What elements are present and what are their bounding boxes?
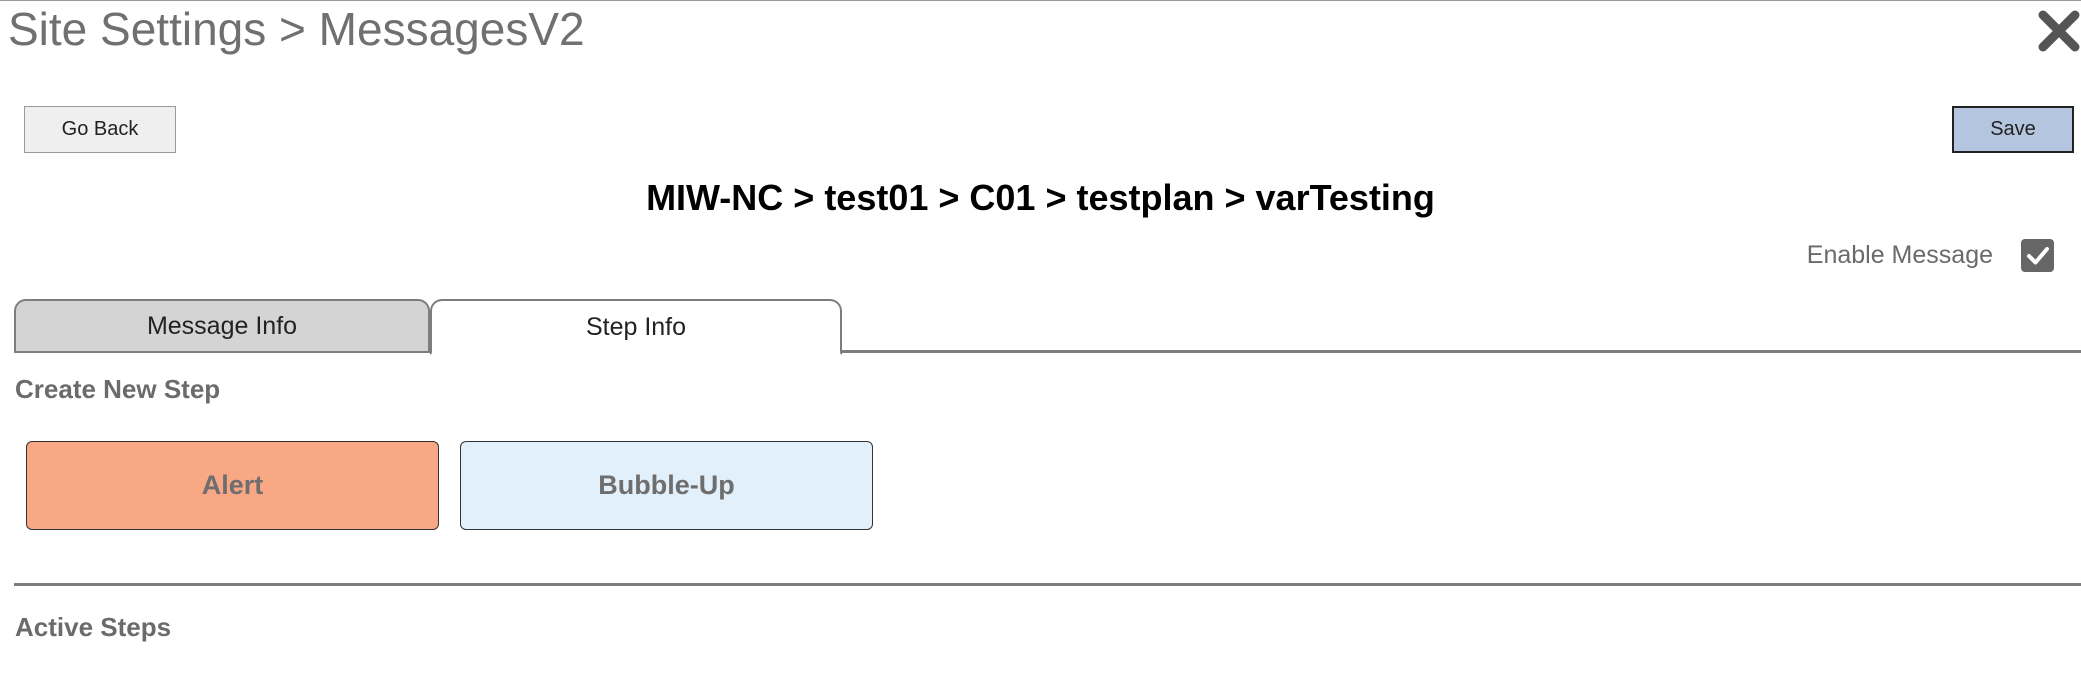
close-icon[interactable] (2035, 7, 2081, 55)
alert-step-button[interactable]: Alert (26, 441, 439, 530)
create-new-step-heading: Create New Step (15, 374, 221, 404)
active-steps-heading: Active Steps (15, 612, 172, 642)
tabs-underline (14, 350, 2081, 353)
breadcrumb: MIW-NC > test01 > C01 > testplan > varTe… (646, 177, 1435, 218)
checkmark-icon (2026, 246, 2049, 264)
go-back-button[interactable]: Go Back (24, 106, 176, 153)
section-divider (14, 583, 2081, 586)
page-title: Site Settings > MessagesV2 (8, 3, 585, 55)
tab-step-info[interactable]: Step Info (430, 299, 842, 355)
tab-message-info[interactable]: Message Info (14, 299, 430, 353)
save-button[interactable]: Save (1952, 106, 2074, 153)
bubble-up-step-button[interactable]: Bubble-Up (460, 441, 873, 530)
enable-message-row: Enable Message (1807, 239, 2054, 272)
enable-message-label: Enable Message (1806, 241, 1993, 269)
enable-message-checkbox[interactable] (2021, 239, 2054, 272)
